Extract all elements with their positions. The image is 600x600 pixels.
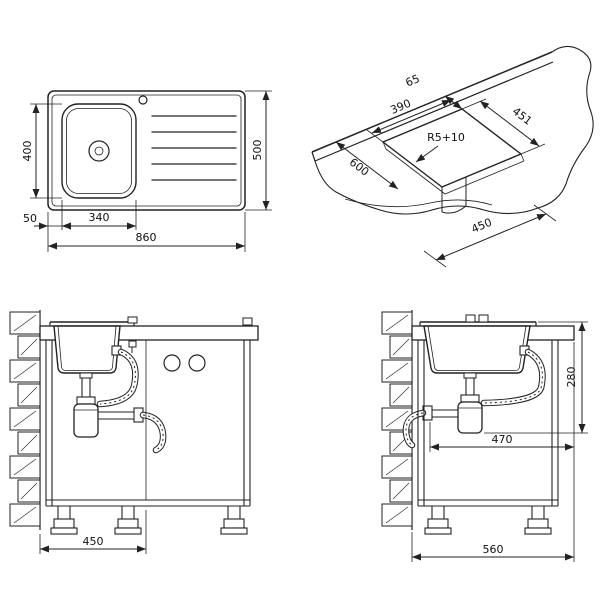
dim-bowl-depth: 400 bbox=[21, 103, 62, 199]
bowl-inner-line bbox=[66, 108, 132, 194]
counter-end-detail bbox=[242, 317, 253, 326]
faucet-hole bbox=[138, 95, 148, 105]
fixing-clip-bottom bbox=[128, 340, 137, 348]
plan-view: 400 500 50 340 860 bbox=[21, 90, 272, 252]
cutout-hole-thickness bbox=[385, 148, 525, 195]
cabinet-feet-side bbox=[424, 506, 552, 535]
wall-outlet-hose bbox=[402, 409, 427, 449]
brick-wall bbox=[9, 310, 41, 530]
drainboard-grooves bbox=[151, 115, 237, 181]
dim-total-width: 860 bbox=[48, 212, 246, 252]
cabinet-box bbox=[45, 340, 251, 507]
dim-cabinet-depth: 560 bbox=[411, 532, 574, 562]
drain-fitting bbox=[79, 372, 93, 379]
dim-label-500: 500 bbox=[251, 140, 264, 161]
drain-hole bbox=[88, 140, 110, 162]
cutout-through-notch bbox=[441, 177, 467, 214]
dim-total-depth: 500 bbox=[245, 90, 272, 211]
bowl-section-inner bbox=[57, 325, 117, 371]
trap-nut-side bbox=[460, 394, 480, 403]
drain-fitting-side bbox=[463, 372, 477, 379]
tap-hole-detail-right bbox=[478, 314, 489, 323]
outlet-hose bbox=[139, 411, 167, 454]
dim-drain-offset: 470 bbox=[429, 342, 575, 562]
bowl-section-side bbox=[423, 325, 531, 374]
dim-label-340: 340 bbox=[89, 211, 110, 224]
cabinet-box-side bbox=[417, 340, 559, 507]
overflow-hose-side bbox=[480, 348, 546, 407]
dim-bowl-width: 340 bbox=[62, 200, 137, 230]
panel-hole-left bbox=[163, 354, 181, 372]
fixing-clip-top bbox=[127, 316, 138, 324]
worktop-torn-edge bbox=[314, 45, 594, 215]
trap-body-side bbox=[457, 401, 483, 434]
dim-label-470: 470 bbox=[492, 433, 513, 446]
trap-nut bbox=[76, 396, 96, 405]
bowl-section bbox=[53, 325, 121, 374]
tap-hole-detail-left bbox=[465, 314, 476, 323]
dim-bowl-height: 280 bbox=[484, 321, 588, 434]
cutout-view: 65 451 390 R5+10 600 450 bbox=[311, 45, 594, 268]
dim-label-280: 280 bbox=[565, 367, 578, 388]
dim-label-radius: R5+10 bbox=[427, 131, 465, 144]
dim-cabinet-width: 450 bbox=[39, 510, 147, 554]
sink-rim-inner-line bbox=[51, 94, 242, 207]
dim-label-450-front: 450 bbox=[83, 535, 104, 548]
dim-label-560: 560 bbox=[483, 543, 504, 556]
drain-hole-center bbox=[94, 146, 104, 156]
overflow-hose bbox=[96, 348, 139, 408]
dim-corner-radius: R5+10 bbox=[415, 131, 465, 163]
cabinet-feet bbox=[50, 506, 248, 535]
dim-label-400: 400 bbox=[21, 141, 34, 162]
bowl-section-side-inner bbox=[427, 325, 527, 371]
side-section: 280 470 560 bbox=[381, 310, 588, 562]
dim-label-65: 65 bbox=[404, 72, 422, 89]
dim-label-860: 860 bbox=[136, 231, 157, 244]
bowl-outline bbox=[61, 103, 137, 199]
brick-wall-side bbox=[381, 310, 413, 530]
panel-hole-right bbox=[188, 354, 206, 372]
front-section: 450 bbox=[9, 310, 259, 554]
worktop-torn-face-line bbox=[344, 198, 493, 208]
trap-body bbox=[73, 403, 99, 438]
worktop-edge-end bbox=[311, 151, 316, 162]
sink-rim-side bbox=[419, 321, 537, 326]
dim-label-50: 50 bbox=[23, 212, 37, 225]
